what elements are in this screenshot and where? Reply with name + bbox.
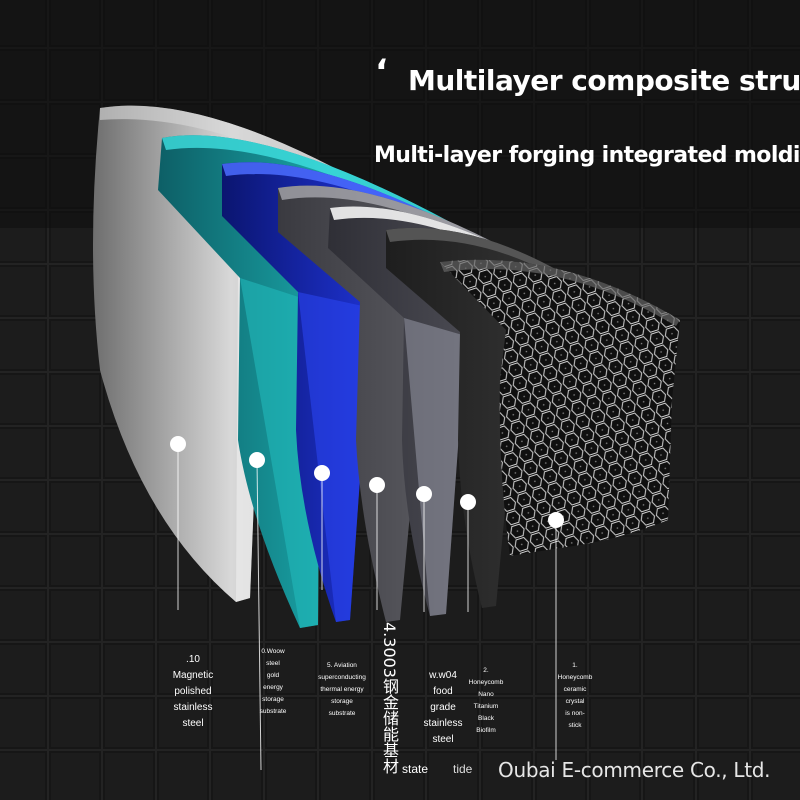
layer-label-1: 1. Honeycomb ceramic crystal is non- sti… [557, 662, 593, 729]
marker-dot-6 [460, 494, 476, 510]
marker-dot-3 [314, 465, 330, 481]
title-quote-mark: ‘ [375, 52, 388, 92]
layer-label-9: 0.Woow steel gold energy storage substra… [259, 648, 287, 715]
marker-dot-1 [170, 436, 186, 452]
layer-label-2: 2. Honeycomb Nano Titanium Black Biofilm [468, 667, 504, 734]
marker-dot-7 [548, 512, 564, 528]
marker-dot-2 [249, 452, 265, 468]
marker-dot-4 [369, 477, 385, 493]
marker-dot-5 [416, 486, 432, 502]
layer-label-5: 5. Aviation superconducting thermal ener… [318, 662, 366, 717]
page-subtitle: Multi-layer forging integrated molding [374, 143, 800, 168]
layer-label-4: 4.3003钢金储能基材 [380, 622, 399, 774]
tide-text: tide [453, 762, 473, 776]
company-watermark: Oubai E-commerce Co., Ltd. [498, 758, 771, 782]
page-title: Multilayer composite structure [408, 64, 800, 97]
state-text: state [402, 762, 429, 776]
layer-label-3: w.w04 food grade stainless steel [423, 670, 463, 745]
layer-label-10: .10 Magnetic polished stainless steel [172, 654, 214, 729]
